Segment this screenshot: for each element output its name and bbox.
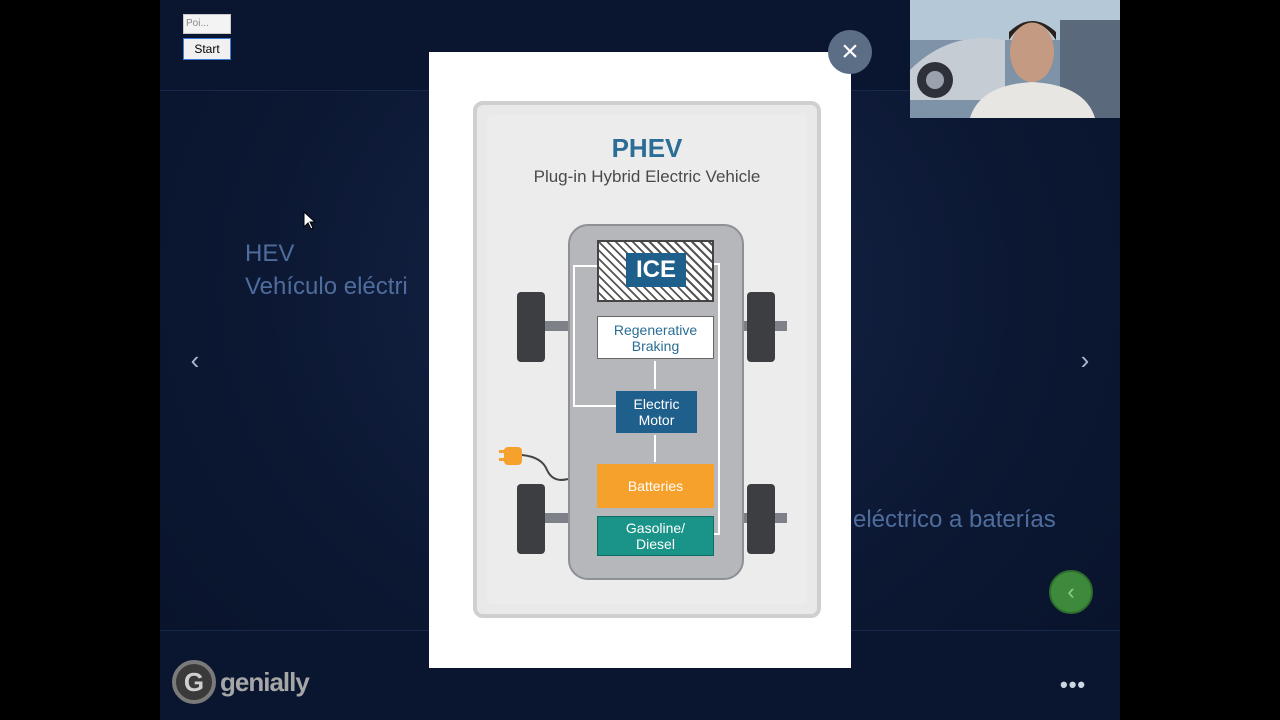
- slide-title-hev: HEV: [245, 237, 294, 270]
- genially-logo-icon: G: [172, 660, 216, 704]
- slide-text-bev: eléctrico a baterías: [853, 503, 1056, 536]
- genially-logo[interactable]: G genially: [172, 660, 309, 704]
- close-icon: ×: [841, 35, 859, 69]
- mouse-cursor-icon: [303, 211, 317, 231]
- chevron-left-icon: ‹: [1067, 579, 1074, 605]
- more-options-button[interactable]: •••: [1060, 672, 1086, 698]
- more-horizontal-icon: •••: [1060, 672, 1086, 697]
- genially-logo-text: genially: [220, 667, 309, 698]
- plug-cable: [487, 115, 815, 612]
- phev-diagram: PHEV Plug-in Hybrid Electric Vehicle ICE…: [487, 115, 807, 604]
- next-slide-button[interactable]: ›: [1065, 340, 1105, 380]
- plug-icon: [504, 447, 522, 465]
- prev-slide-button[interactable]: ‹: [175, 340, 215, 380]
- phev-diagram-card: PHEV Plug-in Hybrid Electric Vehicle ICE…: [473, 101, 821, 618]
- close-modal-button[interactable]: ×: [828, 30, 872, 74]
- back-button[interactable]: ‹: [1049, 570, 1093, 614]
- slide-subtitle-hev: Vehículo eléctri: [245, 270, 408, 303]
- start-button[interactable]: Start: [183, 38, 231, 60]
- webcam-image: [910, 0, 1120, 118]
- chevron-right-icon: ›: [1081, 345, 1090, 376]
- webcam-feed: [910, 0, 1120, 118]
- pointer-field[interactable]: Poi...: [183, 14, 231, 34]
- chevron-left-icon: ‹: [191, 345, 200, 376]
- pointer-widget: Poi... Start: [183, 14, 231, 62]
- image-modal: PHEV Plug-in Hybrid Electric Vehicle ICE…: [429, 52, 851, 668]
